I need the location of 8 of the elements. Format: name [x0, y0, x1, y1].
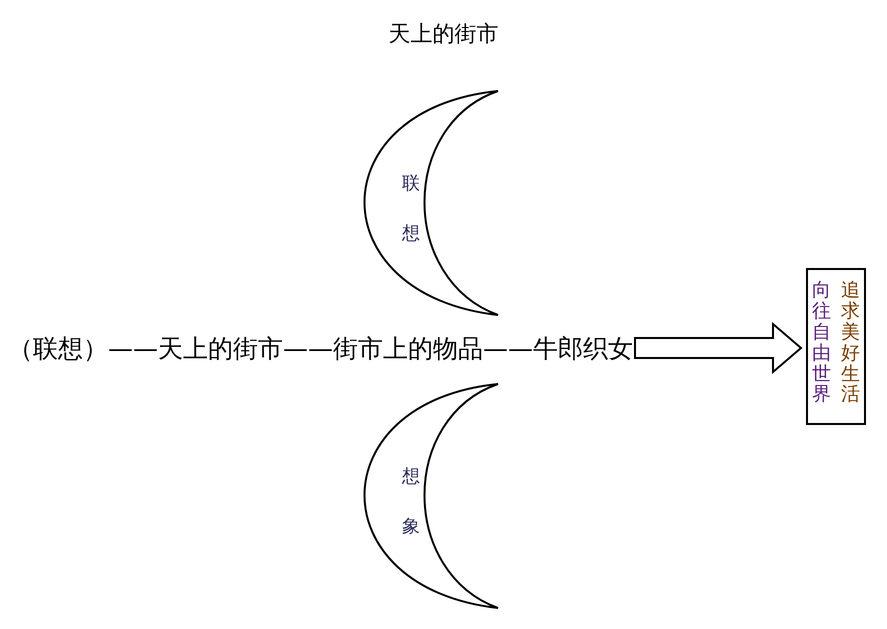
- crescent-label: 想象: [402, 465, 420, 540]
- chain-text: （联想）——天上的街市——街市上的物品——牛郎织女: [8, 336, 633, 360]
- vertical-text: 追求美好生活: [841, 280, 860, 408]
- diagram-title: 天上的街市: [388, 21, 500, 49]
- result-box: [806, 268, 866, 425]
- crescent-label: 联想: [402, 172, 420, 246]
- block-arrow: [634, 322, 803, 374]
- vertical-text: 向往自由世界: [812, 280, 831, 408]
